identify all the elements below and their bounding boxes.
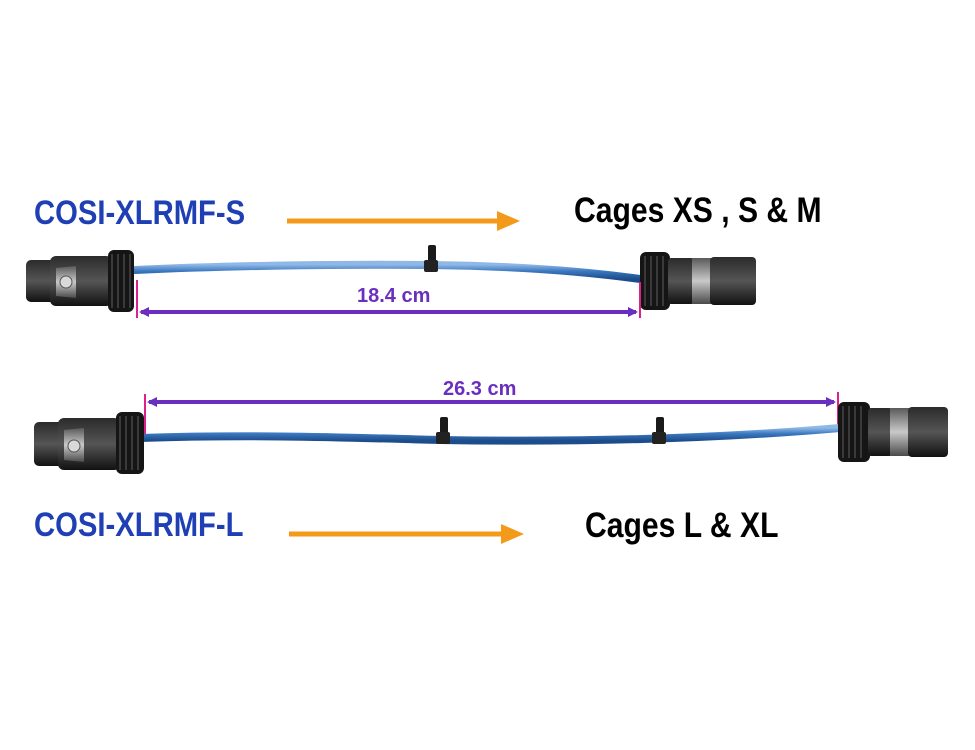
cable-l: 26.3 cm — [34, 378, 948, 544]
length-label-s: 18.4 cm — [357, 285, 430, 307]
orange-arrow-icon — [287, 211, 520, 231]
xlr-female-connector — [26, 250, 134, 312]
cable-clip — [652, 417, 666, 444]
cable-wire — [131, 260, 644, 283]
product-code-s: COSI-XLRMF-S — [34, 194, 246, 232]
xlr-male-connector — [838, 402, 948, 462]
length-label-l: 26.3 cm — [443, 378, 516, 400]
cable-s: 18.4 cm — [26, 211, 756, 318]
xlr-female-connector — [34, 412, 144, 474]
cable-clip — [436, 417, 450, 444]
cable-wire — [136, 424, 844, 445]
cage-sizes-l: Cages L & XL — [585, 506, 779, 545]
product-code-l: COSI-XLRMF-L — [34, 506, 244, 544]
orange-arrow-icon — [289, 524, 524, 544]
cage-sizes-s: Cages XS , S & M — [574, 191, 822, 230]
xlr-male-connector — [640, 252, 756, 310]
cable-clip — [424, 245, 438, 272]
dimension-arrow-icon — [136, 280, 641, 318]
